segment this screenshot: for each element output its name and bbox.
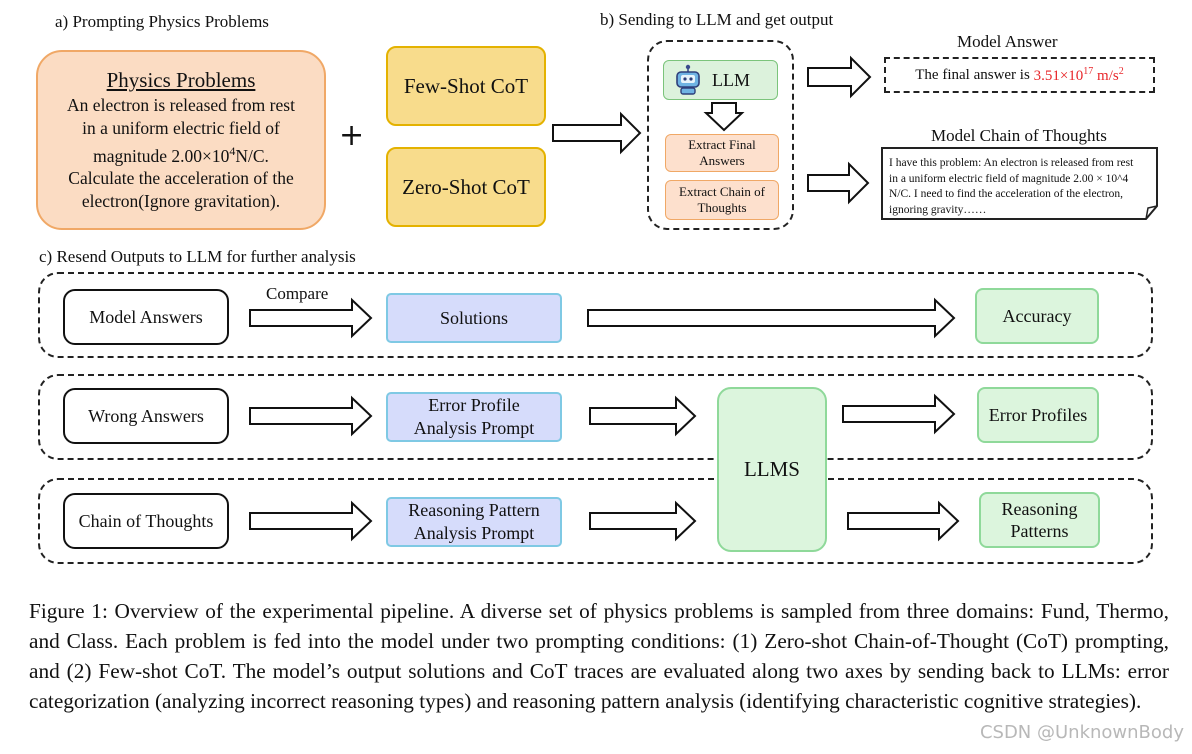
chain-text: I have this problem: An electron is rele… [889,156,1151,218]
error-profiles-box: Error Profiles [977,387,1099,443]
extract-chain-line-2: Thoughts [697,200,747,215]
arrow-row2-a [249,395,373,437]
arrow-to-answer [807,55,872,99]
arrow-row1-b [587,297,956,339]
extract-answers-box: Extract Final Answers [665,134,779,172]
problem-heading: Physics Problems [106,67,256,92]
reasoning-patterns-line-1: Reasoning [1001,499,1078,519]
few-shot-cot-box: Few-Shot CoT [386,46,546,126]
model-answer-box: The final answer is 3.51×1017 m/s2 [884,57,1155,93]
row-accuracy-frame [38,272,1153,358]
arrow-row3-a [249,500,373,542]
answer-mantissa: 3.51×10 [1033,67,1084,84]
extract-answers-line-2: Answers [699,153,745,168]
field-unit: N/C. [235,145,269,166]
answer-prefix: The final answer is [915,66,1034,83]
chain-of-thoughts-box: Chain of Thoughts [63,493,229,549]
watermark: CSDN @UnknownBody [979,722,1184,743]
arrow-row1-a [249,297,373,339]
reasoning-pattern-prompt-box: Reasoning Pattern Analysis Prompt [386,497,562,547]
field-exponent: 4 [229,143,236,158]
robot-icon [676,64,700,95]
model-answers-box: Model Answers [63,289,229,345]
accuracy-box: Accuracy [975,288,1099,344]
problem-line-1: An electron is released from rest [67,94,295,115]
arrow-llm-down [703,102,745,132]
physics-problem-box: Physics Problems An electron is released… [36,50,326,230]
row-reasoning-frame [38,478,1153,564]
arrow-to-chain [807,161,870,205]
answer-unit-exponent: 2 [1118,65,1124,77]
arrow-row2-b [589,395,697,437]
error-prompt-line-2: Analysis Prompt [413,418,535,438]
error-profile-prompt-box: Error Profile Analysis Prompt [386,392,562,442]
extract-answers-line-1: Extract Final [688,137,756,152]
problem-line-2: in a uniform electric field of [82,117,280,138]
problem-line-5: electron(Ignore gravitation). [81,191,281,212]
field-magnitude: magnitude 2.00×10 [93,145,230,166]
arrow-row3-c [847,500,960,542]
zero-shot-cot-box: Zero-Shot CoT [386,147,546,227]
panel-b-title: b) Sending to LLM and get output [600,10,834,29]
answer-exponent: 17 [1083,65,1094,77]
reasoning-prompt-line-2: Analysis Prompt [413,523,535,543]
chain-line-4: ignoring gravity…… [889,203,987,216]
error-prompt-line-1: Error Profile [428,395,520,415]
reasoning-patterns-box: Reasoning Patterns [979,492,1100,548]
extract-chain-box: Extract Chain of Thoughts [665,180,779,220]
reasoning-patterns-line-2: Patterns [1010,521,1069,541]
chain-heading: Model Chain of Thoughts [931,126,1107,145]
llms-box: LLMS [717,387,827,552]
plus-sign: + [339,118,365,153]
chain-line-3: N/C. I need to find the acceleration of … [889,188,1124,200]
compare-label: Compare [266,284,329,303]
arrow-row3-b [589,500,697,542]
solutions-box: Solutions [386,293,562,343]
problem-line-3: magnitude 2.00×104N/C. [93,140,269,168]
arrow-to-llm [552,111,642,155]
arrow-row2-c [842,393,956,435]
reasoning-prompt-line-1: Reasoning Pattern [408,500,540,520]
panel-c-title: c) Resend Outputs to LLM for further ana… [39,247,356,266]
problem-line-4: Calculate the acceleration of the [68,168,294,189]
llm-label: LLM [712,69,750,90]
llm-dashed-frame [647,40,794,230]
wrong-answers-box: Wrong Answers [63,388,229,444]
chain-line-1: I have this problem: An electron is rele… [889,157,1134,169]
answer-value: 3.51×1017 m/s2 [1034,66,1124,85]
extract-chain-line-1: Extract Chain of [679,184,765,199]
answer-unit: m/s [1093,67,1119,84]
figure-caption: Figure 1: Overview of the experimental p… [29,599,1169,713]
chain-line-2: in a uniform electric field of magnitude… [889,172,1129,185]
panel-a-title: a) Prompting Physics Problems [55,12,269,31]
llm-box: LLM [663,60,778,100]
model-answer-heading: Model Answer [957,32,1058,51]
row-error-frame [38,374,1153,460]
